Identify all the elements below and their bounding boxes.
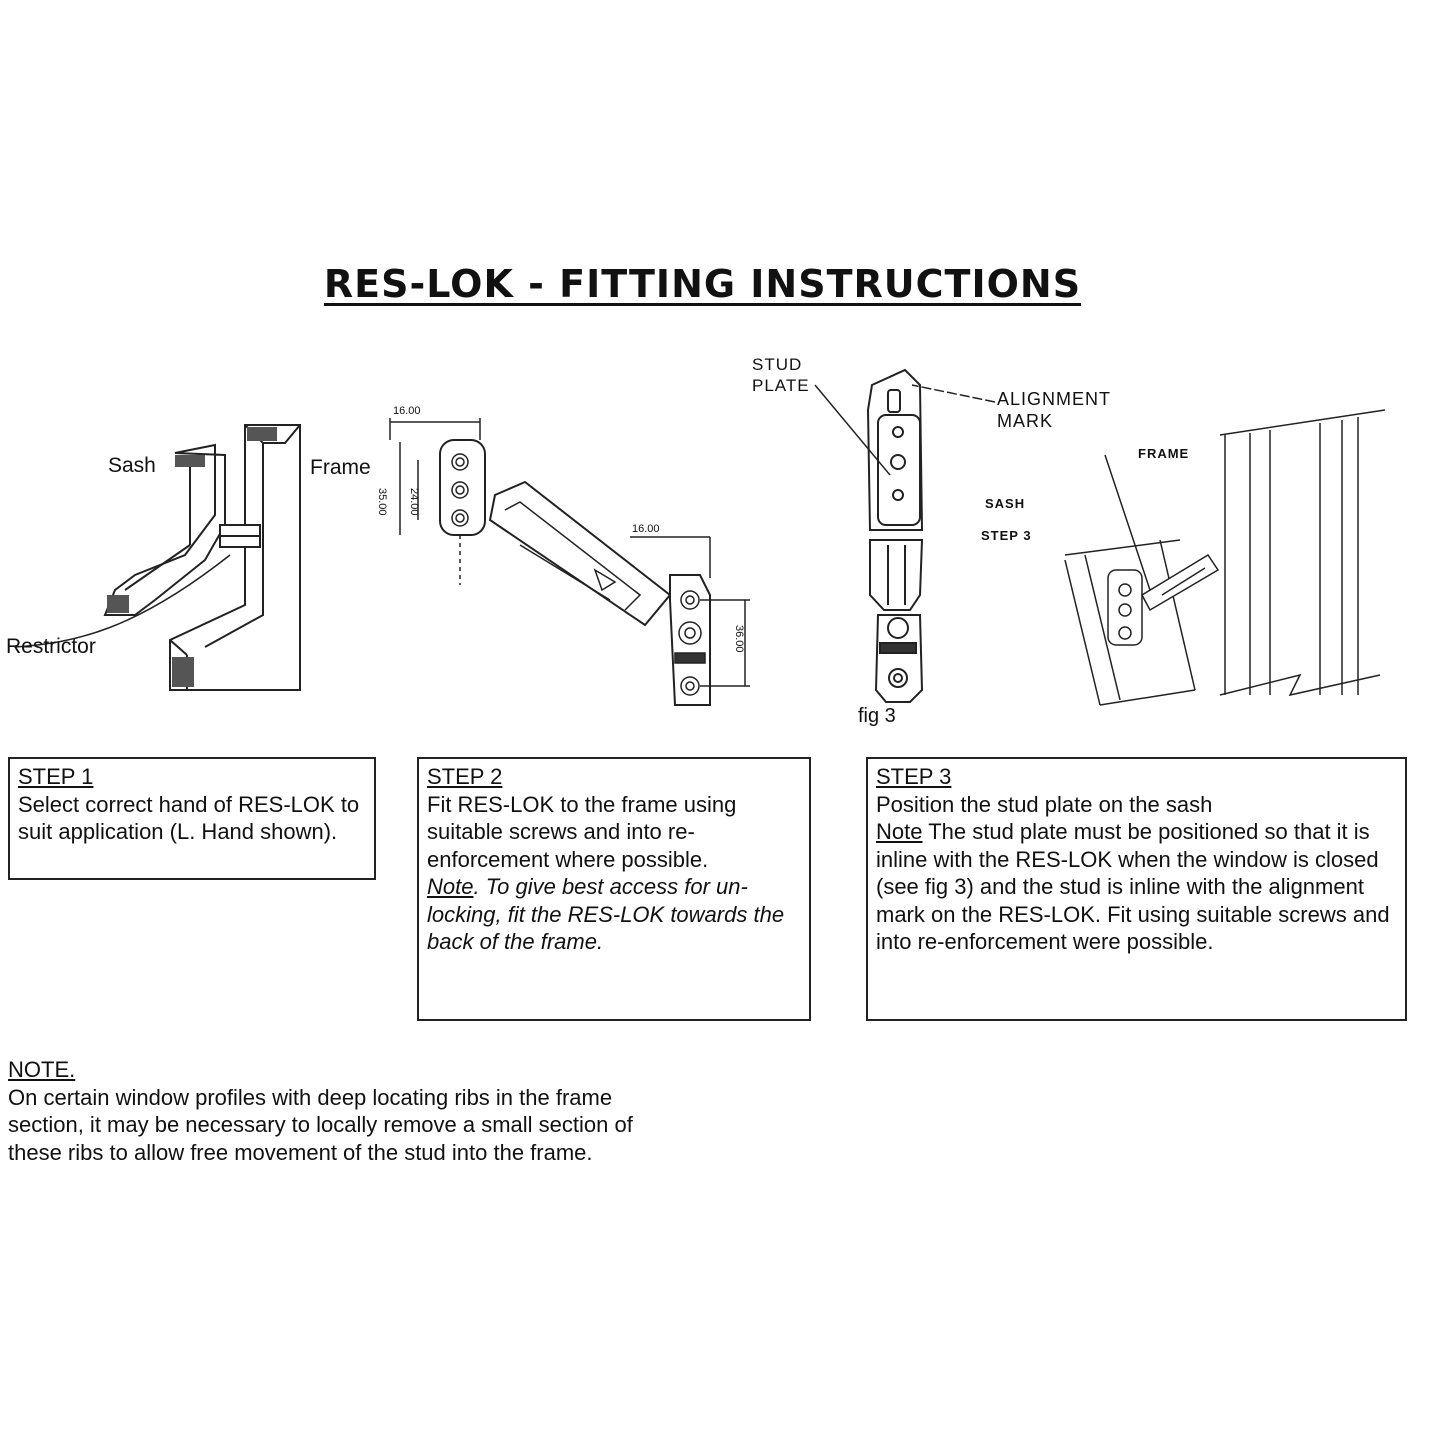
plate-label-2: PLATE [752, 376, 810, 395]
step3-line1: Position the stud plate on the sash [876, 791, 1213, 817]
dim-top-label: 16.00 [393, 405, 421, 417]
fig3-caption: fig 3 [858, 705, 896, 727]
fig4-step-label: STEP 3 [981, 528, 1032, 543]
general-note: NOTE. On certain window profiles with de… [8, 1056, 648, 1166]
step2-heading: STEP 2 [427, 764, 503, 789]
step1-heading: STEP 1 [18, 764, 94, 789]
dim-right-top-label: 16.00 [632, 523, 660, 535]
sash-label: Sash [108, 454, 156, 477]
fig2-reslok-dimension-drawing [380, 400, 760, 730]
step2-text: Fit RES-LOK to the frame using suitable … [427, 791, 737, 872]
fig4-frame-section-drawing [1060, 405, 1390, 715]
step3-note-label: Note [876, 819, 923, 844]
dim-right-side-label: 36.00 [733, 625, 745, 653]
note-heading: NOTE. [8, 1057, 76, 1082]
step3-heading: STEP 3 [876, 764, 952, 789]
frame-label: Frame [310, 456, 371, 479]
fig1-sash-frame-drawing [95, 415, 315, 700]
step2-note-text: . To give best access for un-locking, fi… [427, 874, 785, 954]
fig4-sash-label: SASH [985, 496, 1026, 511]
note-text: On certain window profiles with deep loc… [8, 1084, 633, 1165]
step1-text: Select correct hand of RES-LOK to suit a… [18, 791, 360, 845]
step1-box: STEP 1 Select correct hand of RES-LOK to… [8, 757, 376, 880]
restrictor-label: Restrictor [6, 635, 96, 658]
alignment-label-2: MARK [997, 411, 1054, 431]
stud-label-1: STUD [752, 355, 803, 374]
alignment-label-1: ALIGNMENT [997, 389, 1112, 409]
step2-box: STEP 2 Fit RES-LOK to the frame using su… [417, 757, 811, 1021]
step3-note-text: The stud plate must be positioned so tha… [876, 819, 1390, 954]
fig3-stud-plate-drawing [850, 360, 950, 710]
step2-note: Note. To give best access for un-locking… [427, 873, 801, 956]
page-title: RES-LOK - FITTING INSTRUCTIONS [323, 262, 1082, 306]
step3-note: Note The stud plate must be positioned s… [876, 818, 1397, 956]
fig4-frame-label: FRAME [1138, 446, 1190, 461]
dim-left-outer-label: 35.00 [376, 488, 388, 516]
dim-left-inner-label: 24.00 [408, 488, 420, 516]
step2-note-label: Note [427, 874, 474, 899]
step3-box: STEP 3 Position the stud plate on the sa… [866, 757, 1407, 1021]
